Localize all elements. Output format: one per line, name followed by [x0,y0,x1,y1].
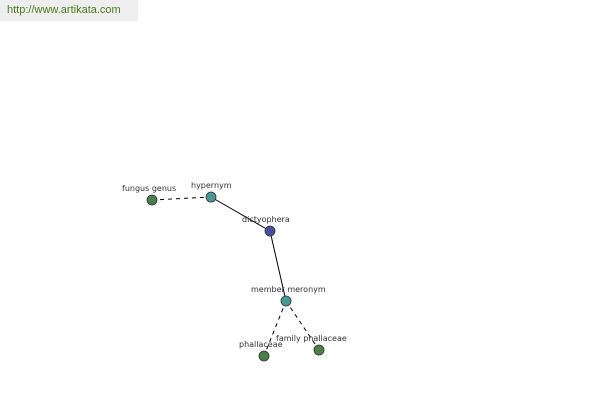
node-circle-member-meronym[interactable] [280,295,292,307]
nodes-layer: dictyophera hypernym fungus genus member me… [122,181,347,362]
node-label-hypernym[interactable]: hypernym [191,181,232,190]
node-circle-phallaceae[interactable] [258,350,270,362]
node-phallaceae[interactable]: phallaceae [239,340,283,362]
node-label-fungus-genus[interactable]: fungus genus [122,184,176,193]
node-label-member-meronym[interactable]: member meronym [251,285,326,294]
edges-layer [151,196,320,357]
source-url[interactable]: http://www.artikata.com [0,0,138,21]
node-fungus-genus[interactable]: fungus genus [122,184,176,206]
edge-member-meronym-to-phallaceae [263,300,287,357]
node-circle-fungus-genus[interactable] [146,194,158,206]
node-hypernym[interactable]: hypernym [191,181,232,203]
node-circle-hypernym[interactable] [205,191,217,203]
node-family-phallaceae[interactable]: family phallaceae [276,334,347,356]
node-dictyophera[interactable]: dictyophera [242,215,290,237]
edge-member-meronym-to-family-phallaceae [285,300,320,351]
node-circle-family-phallaceae[interactable] [313,344,325,356]
node-label-phallaceae[interactable]: phallaceae [239,340,283,349]
node-label-dictyophera[interactable]: dictyophera [242,215,290,224]
node-circle-dictyophera[interactable] [264,225,276,237]
edge-hypernym-to-dictyophera [210,196,271,232]
edge-dictyophera-to-member-meronym [269,230,287,302]
node-member-meronym[interactable]: member meronym [251,285,326,307]
edge-fungus-genus-to-hypernym [151,196,212,201]
node-label-family-phallaceae[interactable]: family phallaceae [276,334,347,343]
